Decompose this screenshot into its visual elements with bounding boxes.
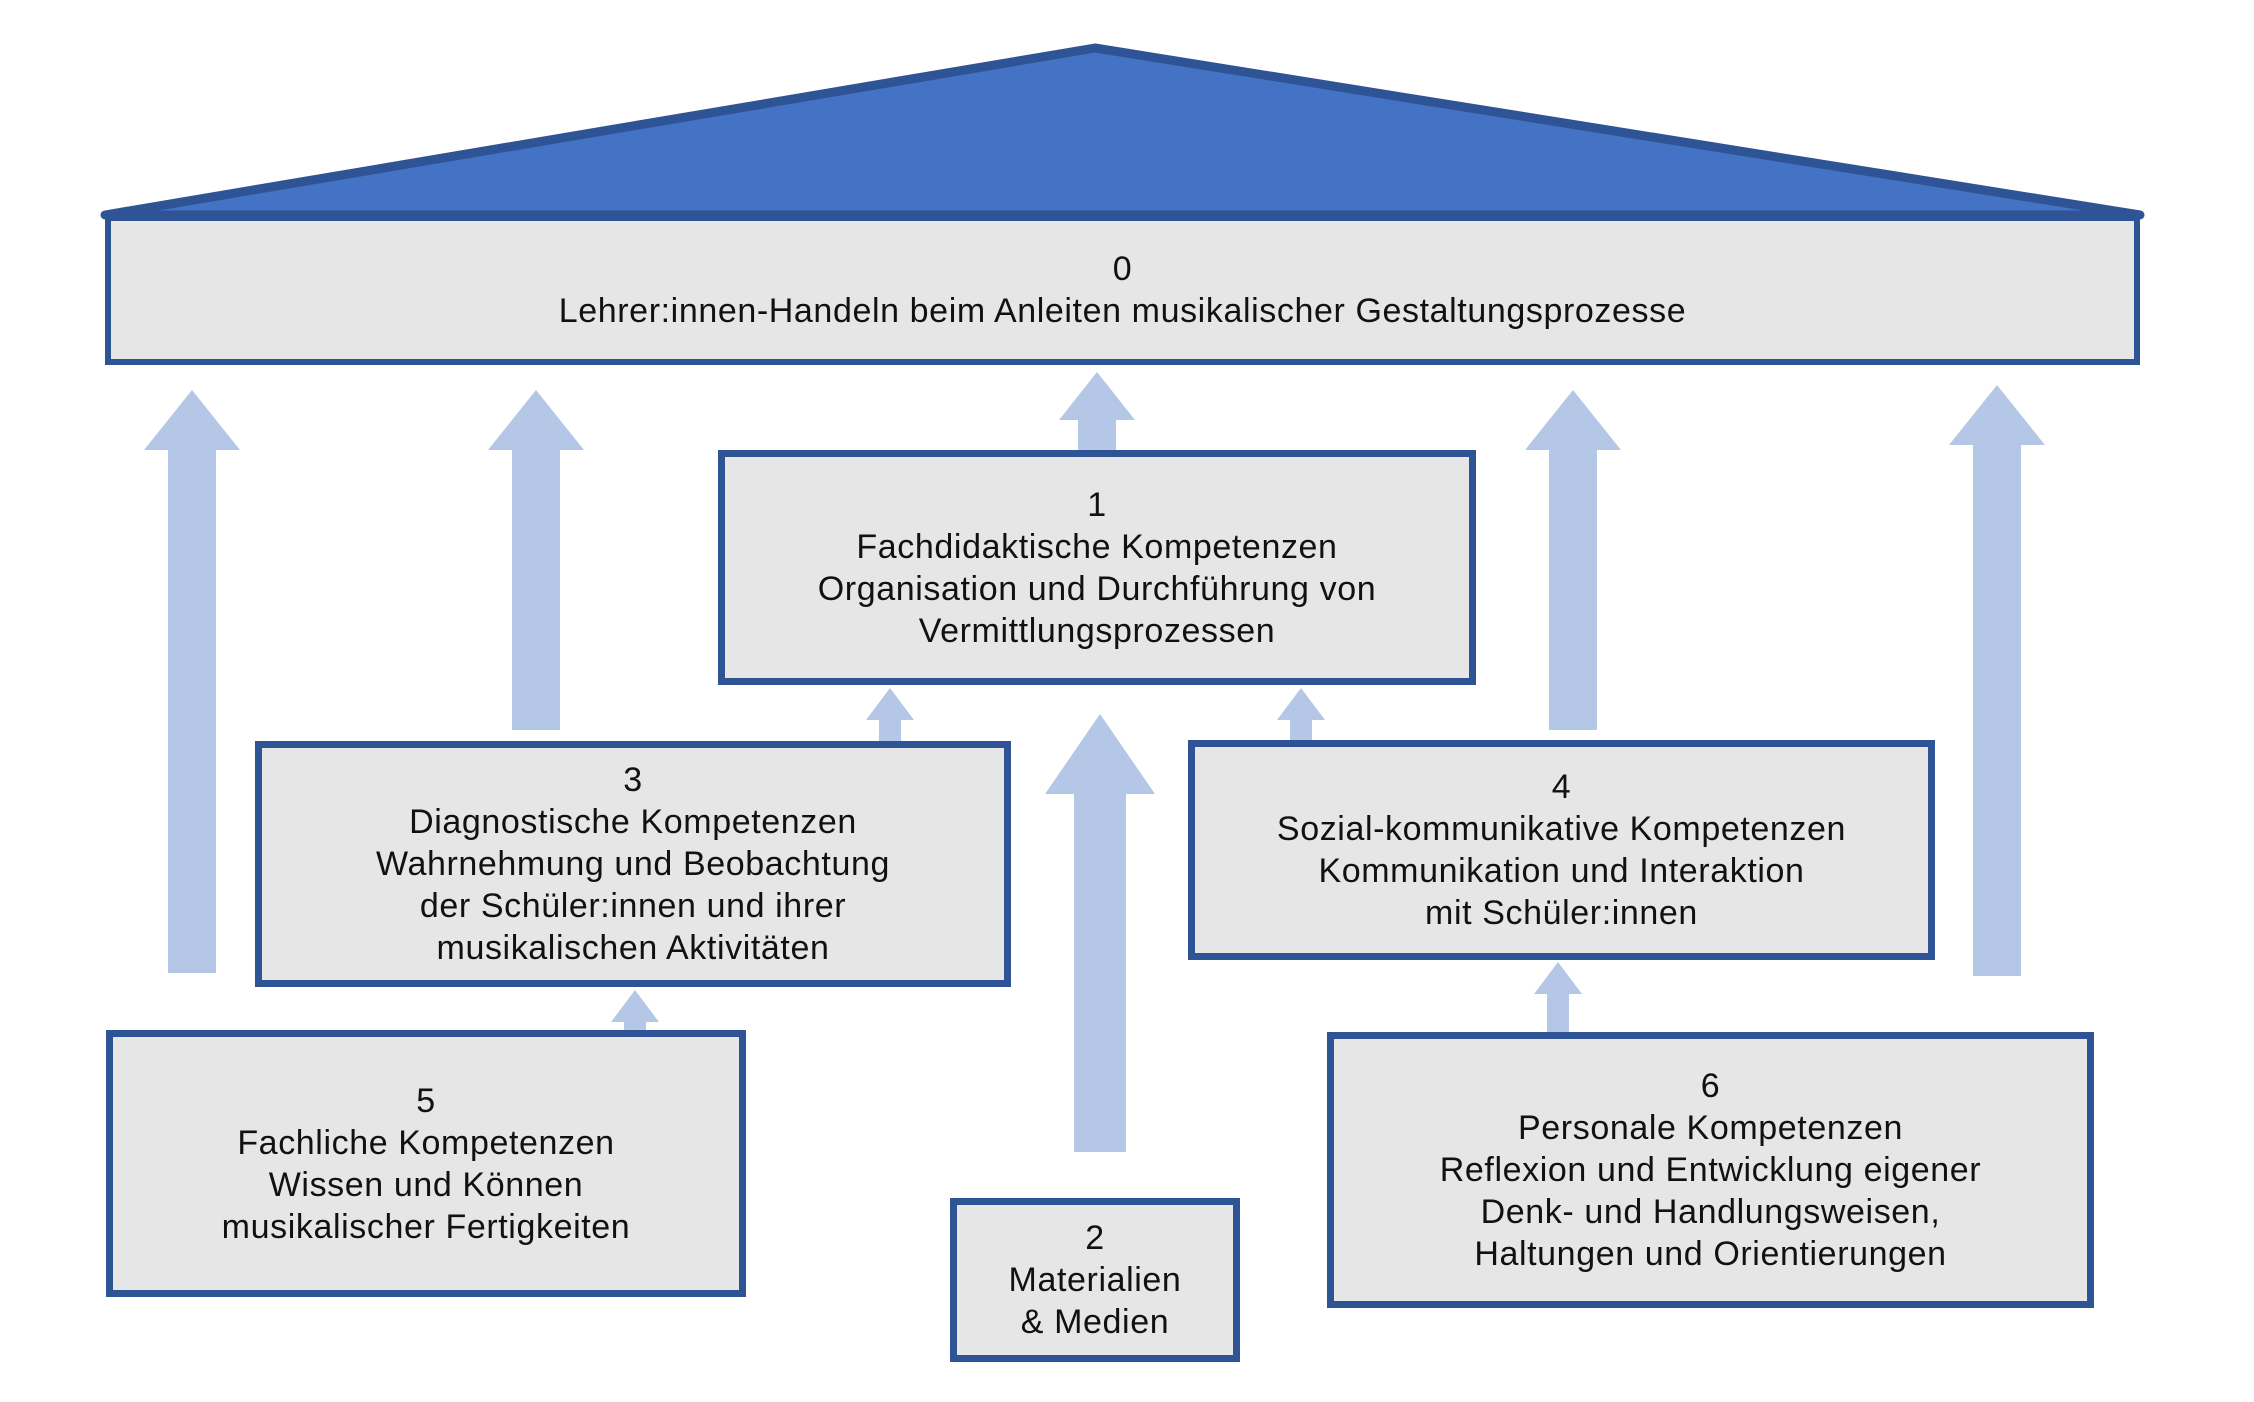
box-3-line: musikalischen Aktivitäten xyxy=(436,929,830,967)
box-4-line: mit Schüler:innen xyxy=(1425,894,1698,932)
up-arrow-right-icon xyxy=(1525,390,1621,730)
box-0-number: 0 xyxy=(1112,250,1133,288)
box-4-line: Kommunikation und Interaktion xyxy=(1318,852,1805,890)
box-1-line: Fachdidaktische Kompetenzen xyxy=(856,527,1338,566)
box-3-diagnostische-kompetenzen: 3 Diagnostische Kompetenzen Wahrnehmung … xyxy=(255,741,1011,987)
box-4-line: Sozial-kommunikative Kompetenzen xyxy=(1276,810,1847,848)
box-2-number: 2 xyxy=(1085,1219,1105,1257)
box-3-line: Diagnostische Kompetenzen xyxy=(409,803,857,841)
box-2-materialien-medien: 2 Materialien & Medien xyxy=(950,1198,1240,1362)
box-4-number: 4 xyxy=(1551,768,1572,806)
box-6-line: Reflexion und Entwicklung eigener xyxy=(1439,1151,1982,1189)
box-3-line: der Schüler:innen und ihrer xyxy=(419,887,847,925)
box-2-line: & Medien xyxy=(1020,1303,1170,1341)
box-2-line: Materialien xyxy=(1008,1261,1182,1299)
up-arrow-box6-to-box4-icon xyxy=(1534,962,1582,1032)
box-5-line: musikalischer Fertigkeiten xyxy=(221,1207,631,1246)
up-arrow-box3-to-box1-icon xyxy=(866,688,914,741)
box-3-number: 3 xyxy=(623,761,643,799)
up-arrow-left-icon xyxy=(488,390,584,730)
box-0-line: Lehrer:innen-Handeln beim Anleiten musik… xyxy=(558,292,1687,330)
up-arrow-box1-to-box0-icon xyxy=(1059,372,1135,450)
box-5-number: 5 xyxy=(416,1081,436,1120)
box-1-line: Vermittlungsprozessen xyxy=(918,611,1276,650)
box-5-fachliche-kompetenzen: 5 Fachliche Kompetenzen Wissen und Könne… xyxy=(106,1030,746,1297)
roof-triangle-icon xyxy=(100,43,2145,220)
up-arrow-box4-to-box1-icon xyxy=(1277,688,1325,740)
box-5-line: Wissen und Können xyxy=(268,1165,584,1204)
box-5-line: Fachliche Kompetenzen xyxy=(237,1123,615,1162)
box-4-sozial-kommunikative-kompetenzen: 4 Sozial-kommunikative Kompetenzen Kommu… xyxy=(1188,740,1935,960)
box-6-line: Denk- und Handlungsweisen, xyxy=(1480,1193,1941,1231)
box-1-fachdidaktische-kompetenzen: 1 Fachdidaktische Kompetenzen Organisati… xyxy=(718,450,1476,685)
box-6-number: 6 xyxy=(1700,1067,1721,1105)
up-arrow-far-right-icon xyxy=(1949,385,2045,976)
up-arrow-far-left-icon xyxy=(144,390,240,973)
up-arrow-box2-center-icon xyxy=(1045,714,1155,1152)
box-3-line: Wahrnehmung und Beobachtung xyxy=(376,845,890,883)
box-6-line: Personale Kompetenzen xyxy=(1518,1109,1903,1147)
box-0-lehrerinnen-handeln: 0 Lehrer:innen-Handeln beim Anleiten mus… xyxy=(105,215,2140,365)
box-6-personale-kompetenzen: 6 Personale Kompetenzen Reflexion und En… xyxy=(1327,1032,2094,1308)
up-arrow-box5-to-box3-icon xyxy=(611,990,659,1032)
box-1-number: 1 xyxy=(1087,485,1107,524)
box-1-line: Organisation und Durchführung von xyxy=(817,569,1377,608)
box-6-line: Haltungen und Orientierungen xyxy=(1474,1235,1947,1273)
